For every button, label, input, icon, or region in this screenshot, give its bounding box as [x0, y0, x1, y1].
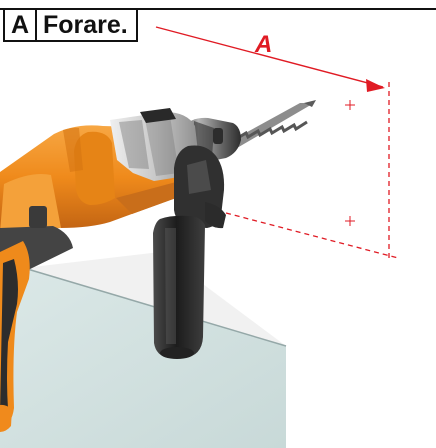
drill-bit: [229, 100, 316, 148]
section-letter: A: [5, 10, 37, 40]
dimension-line-top: [155, 26, 384, 88]
crosshair-bottom-icon: [345, 216, 355, 226]
section-title: Forare.: [43, 10, 128, 39]
crosshair-top-icon: [345, 100, 355, 110]
main-handle: [0, 241, 30, 432]
arrow-head-icon: [366, 79, 385, 92]
section-label: A Forare.: [3, 8, 138, 42]
top-rule: [0, 8, 436, 10]
glass-slab: [0, 268, 286, 448]
dimension-label: A: [255, 31, 273, 58]
dimension-line-bottom: [225, 212, 399, 259]
side-handle: [153, 145, 226, 359]
